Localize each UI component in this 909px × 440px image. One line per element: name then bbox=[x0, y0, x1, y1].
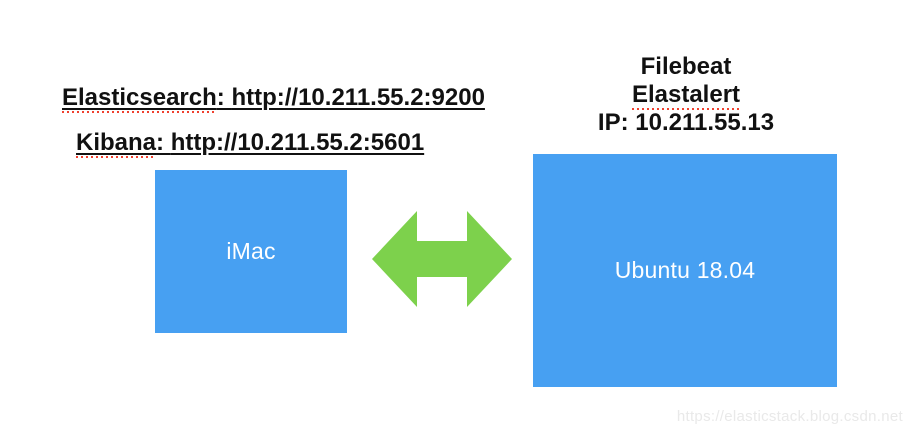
ubuntu-node-header: Filebeat Elastalert IP: 10.211.55.13 bbox=[534, 53, 838, 137]
elasticsearch-word: Elasticsearch bbox=[62, 84, 217, 113]
kibana-endpoint-label: Kibana: http://10.211.55.2:5601 bbox=[76, 129, 425, 158]
elasticsearch-url: http://10.211.55.2:9200 bbox=[231, 84, 485, 111]
ubuntu-node: Ubuntu 18.04 bbox=[533, 154, 837, 387]
elastalert-line: Elastalert bbox=[534, 81, 838, 110]
double-arrow-shape bbox=[372, 211, 512, 307]
filebeat-label: Filebeat bbox=[640, 53, 732, 80]
elasticsearch-endpoint-label: Elasticsearch: http://10.211.55.2:9200 bbox=[62, 84, 485, 113]
ubuntu-node-label: Ubuntu 18.04 bbox=[614, 257, 756, 283]
kibana-url: http://10.211.55.2:5601 bbox=[170, 129, 425, 156]
kibana-separator: : bbox=[156, 129, 171, 156]
imac-node: iMac bbox=[155, 170, 347, 333]
kibana-word: Kibana bbox=[76, 129, 157, 158]
ip-label: IP: 10.211.55.13 bbox=[597, 109, 775, 136]
imac-node-label: iMac bbox=[226, 238, 276, 264]
elastalert-label: Elastalert bbox=[631, 81, 741, 110]
double-arrow-icon bbox=[372, 211, 512, 307]
elasticsearch-separator: : bbox=[216, 84, 232, 111]
watermark: https://elasticstack.blog.csdn.net bbox=[676, 408, 903, 425]
